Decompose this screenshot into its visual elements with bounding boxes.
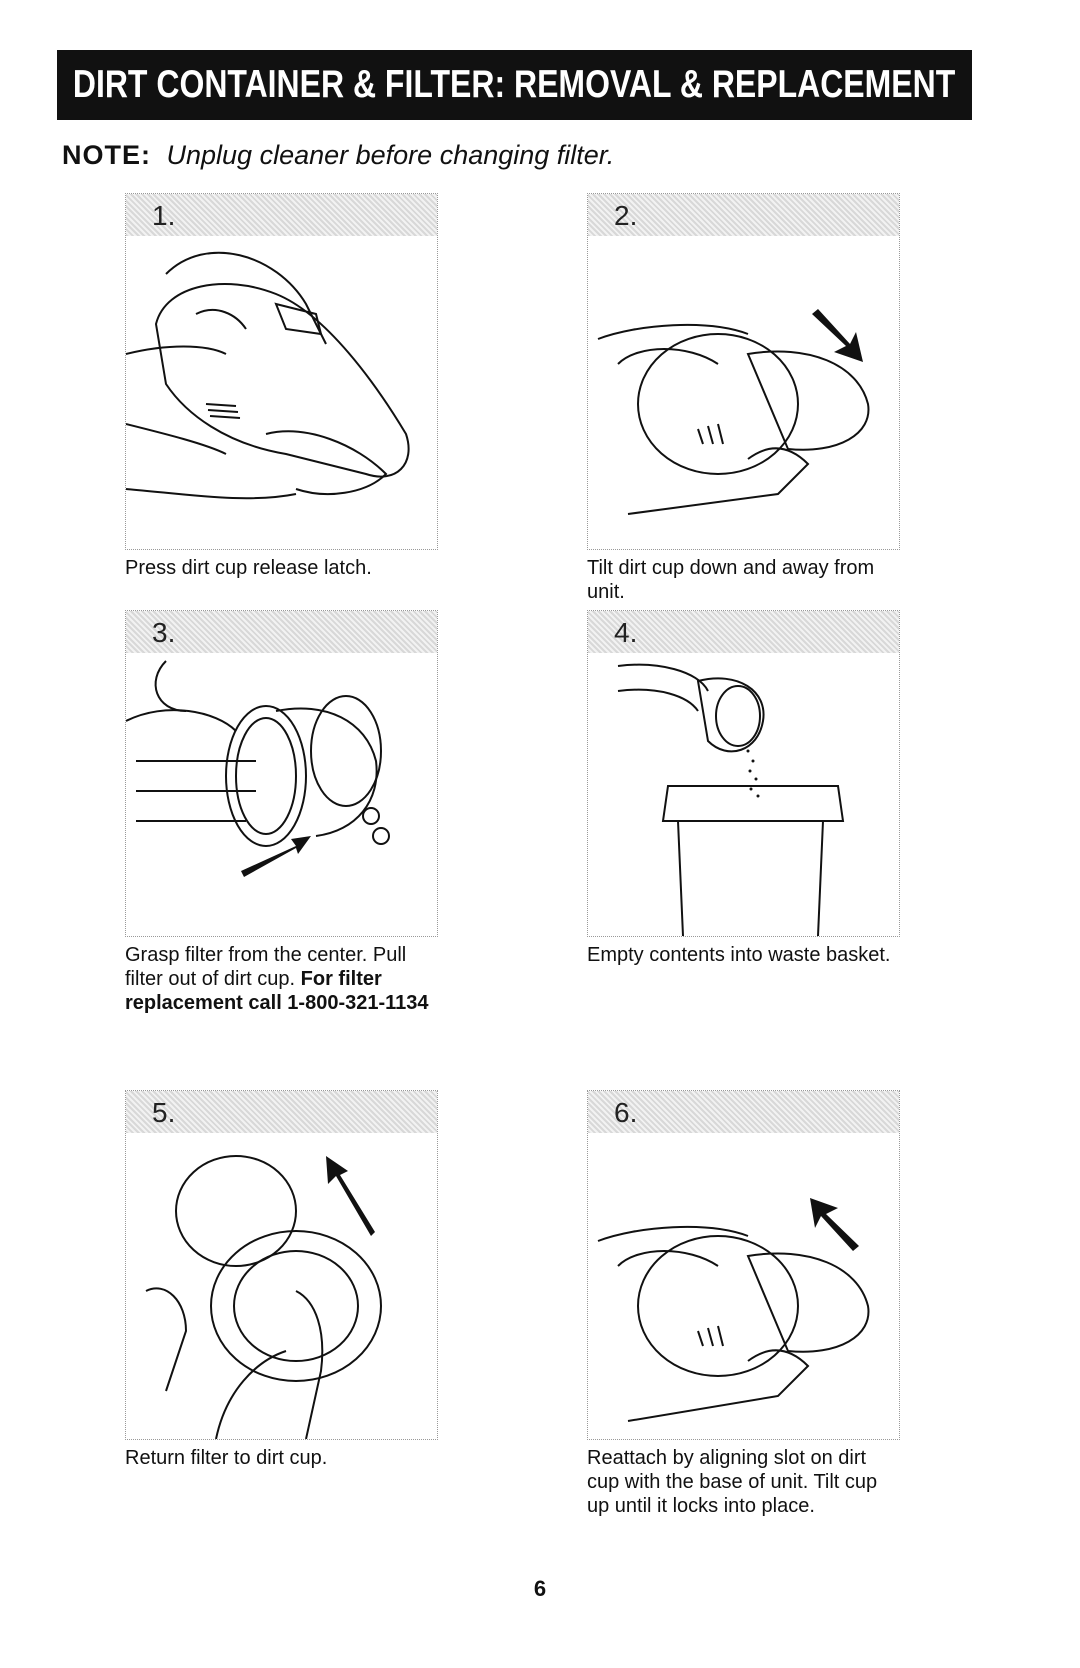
note-text: Unplug cleaner before changing filter. bbox=[166, 140, 615, 170]
step-caption-text: Tilt dirt cup down and away from unit. bbox=[587, 557, 875, 603]
step-number: 6. bbox=[614, 1097, 638, 1128]
note: NOTE: Unplug cleaner before changing fil… bbox=[62, 140, 614, 171]
step-header-band bbox=[588, 194, 899, 236]
tilt-dirt-cup-drawing bbox=[597, 309, 870, 515]
step-6-illustration: 6. bbox=[587, 1090, 900, 1440]
step-caption-bold: For filter replacement call 1-800-321-11… bbox=[125, 968, 429, 1014]
empty-into-basket-drawing bbox=[617, 663, 845, 936]
step-number: 1. bbox=[152, 200, 176, 231]
step-caption: Tilt dirt cup down and away from unit. bbox=[587, 556, 902, 604]
step-4: 4. Empty contents into waste basket. bbox=[587, 610, 902, 967]
step-caption-text: Grasp filter from the center. Pull filte… bbox=[125, 944, 407, 990]
step-6: 6. Reattach by aligning slot on dirt cup… bbox=[587, 1090, 902, 1518]
hand-vacuum-latch-drawing bbox=[126, 251, 410, 500]
step-2: 2. Tilt dirt cup down and away from unit… bbox=[587, 193, 902, 604]
reattach-dirt-cup-drawing bbox=[597, 1198, 870, 1422]
step-header-band bbox=[588, 611, 899, 653]
page-number: 6 bbox=[533, 1576, 547, 1601]
step-number: 3. bbox=[152, 617, 176, 648]
page-title-text: DIRT CONTAINER & FILTER: REMOVAL & REPLA… bbox=[73, 63, 956, 106]
step-4-illustration: 4. bbox=[587, 610, 900, 937]
step-caption: Empty contents into waste basket. bbox=[587, 943, 902, 967]
page-title: DIRT CONTAINER & FILTER: REMOVAL & REPLA… bbox=[57, 50, 972, 120]
step-number: 2. bbox=[614, 200, 638, 231]
step-header-band bbox=[126, 1091, 437, 1133]
note-label: NOTE: bbox=[62, 140, 151, 170]
step-caption-text: Return filter to dirt cup. bbox=[125, 1447, 328, 1469]
return-filter-drawing bbox=[145, 1155, 382, 1439]
step-caption: Press dirt cup release latch. bbox=[125, 556, 440, 580]
step-3: 3. Grasp filter from the center. Pull fi… bbox=[125, 610, 440, 1015]
step-header-band bbox=[126, 611, 437, 653]
remove-filter-drawing bbox=[126, 660, 390, 877]
step-1: 1. Press dirt cup release latch. bbox=[125, 193, 440, 580]
step-5: 5. Return filter to dirt cup. bbox=[125, 1090, 440, 1470]
step-header-band bbox=[126, 194, 437, 236]
step-1-illustration: 1. bbox=[125, 193, 438, 550]
step-number: 5. bbox=[152, 1097, 176, 1128]
step-3-illustration: 3. bbox=[125, 610, 438, 937]
step-caption: Grasp filter from the center. Pull filte… bbox=[125, 943, 440, 1015]
step-number: 4. bbox=[614, 617, 638, 648]
step-caption-text: Press dirt cup release latch. bbox=[125, 557, 372, 579]
step-2-illustration: 2. bbox=[587, 193, 900, 550]
step-caption: Return filter to dirt cup. bbox=[125, 1446, 440, 1470]
step-header-band bbox=[588, 1091, 899, 1133]
step-5-illustration: 5. bbox=[125, 1090, 438, 1440]
step-caption-text: Empty contents into waste basket. bbox=[587, 944, 891, 966]
step-caption-text: Reattach by aligning slot on dirt cup wi… bbox=[587, 1447, 878, 1517]
step-caption: Reattach by aligning slot on dirt cup wi… bbox=[587, 1446, 902, 1518]
